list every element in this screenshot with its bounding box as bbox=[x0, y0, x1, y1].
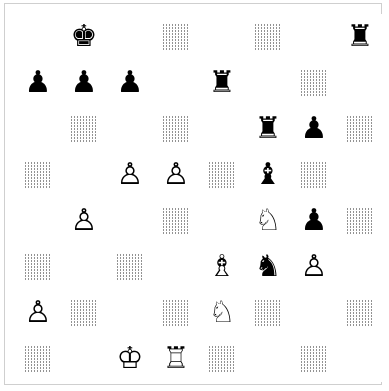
square-a4[interactable] bbox=[15, 198, 61, 244]
square-h5[interactable] bbox=[337, 152, 383, 198]
square-h4[interactable] bbox=[337, 198, 383, 244]
square-d2[interactable] bbox=[153, 290, 199, 336]
square-g2[interactable] bbox=[291, 290, 337, 336]
square-h1[interactable] bbox=[337, 336, 383, 382]
square-a2[interactable]: ♙ bbox=[15, 290, 61, 336]
square-f8[interactable] bbox=[245, 14, 291, 60]
square-b5[interactable] bbox=[61, 152, 107, 198]
square-g7[interactable] bbox=[291, 60, 337, 106]
black-bishop-icon[interactable]: ♝ bbox=[254, 160, 283, 190]
square-c5[interactable]: ♙ bbox=[107, 152, 153, 198]
square-e3[interactable]: ♗ bbox=[199, 244, 245, 290]
white-pawn-icon[interactable]: ♙ bbox=[162, 160, 191, 190]
square-c4[interactable] bbox=[107, 198, 153, 244]
square-f4[interactable]: ♘ bbox=[245, 198, 291, 244]
square-f1[interactable] bbox=[245, 336, 291, 382]
black-pawn-icon[interactable]: ♟ bbox=[116, 68, 145, 98]
square-c3[interactable] bbox=[107, 244, 153, 290]
square-f5[interactable]: ♝ bbox=[245, 152, 291, 198]
square-h6[interactable] bbox=[337, 106, 383, 152]
board-frame: ♚ ♜ ♟ ♟ ♟ ♜ ♜ ♟ ♙ ♙ ♝ ♙ ♘ ♟ ♗ ♞ ♙ ♙ ♘ ♔ ♖ bbox=[4, 3, 382, 385]
square-b6[interactable] bbox=[61, 106, 107, 152]
black-knight-icon[interactable]: ♞ bbox=[254, 252, 283, 282]
square-c2[interactable] bbox=[107, 290, 153, 336]
square-f6[interactable]: ♜ bbox=[245, 106, 291, 152]
black-rook-icon[interactable]: ♜ bbox=[254, 114, 283, 144]
square-d1[interactable]: ♖ bbox=[153, 336, 199, 382]
square-e8[interactable] bbox=[199, 14, 245, 60]
square-a7[interactable]: ♟ bbox=[15, 60, 61, 106]
square-g5[interactable] bbox=[291, 152, 337, 198]
square-c6[interactable] bbox=[107, 106, 153, 152]
square-d3[interactable] bbox=[153, 244, 199, 290]
square-d7[interactable] bbox=[153, 60, 199, 106]
square-g6[interactable]: ♟ bbox=[291, 106, 337, 152]
square-f3[interactable]: ♞ bbox=[245, 244, 291, 290]
square-c8[interactable] bbox=[107, 14, 153, 60]
square-g8[interactable] bbox=[291, 14, 337, 60]
black-pawn-icon[interactable]: ♟ bbox=[300, 206, 329, 236]
square-g3[interactable]: ♙ bbox=[291, 244, 337, 290]
square-a5[interactable] bbox=[15, 152, 61, 198]
square-a8[interactable] bbox=[15, 14, 61, 60]
square-b2[interactable] bbox=[61, 290, 107, 336]
black-king-icon[interactable]: ♚ bbox=[70, 22, 99, 52]
black-pawn-icon[interactable]: ♟ bbox=[70, 68, 99, 98]
square-a1[interactable] bbox=[15, 336, 61, 382]
black-pawn-icon[interactable]: ♟ bbox=[24, 68, 53, 98]
white-pawn-icon[interactable]: ♙ bbox=[24, 298, 53, 328]
square-e7[interactable]: ♜ bbox=[199, 60, 245, 106]
white-pawn-icon[interactable]: ♙ bbox=[116, 160, 145, 190]
square-f2[interactable] bbox=[245, 290, 291, 336]
white-pawn-icon[interactable]: ♙ bbox=[300, 252, 329, 282]
square-d4[interactable] bbox=[153, 198, 199, 244]
square-c7[interactable]: ♟ bbox=[107, 60, 153, 106]
white-knight-icon[interactable]: ♘ bbox=[208, 298, 237, 328]
square-b8[interactable]: ♚ bbox=[61, 14, 107, 60]
square-d5[interactable]: ♙ bbox=[153, 152, 199, 198]
square-h2[interactable] bbox=[337, 290, 383, 336]
square-e6[interactable] bbox=[199, 106, 245, 152]
black-rook-icon[interactable]: ♜ bbox=[208, 68, 237, 98]
square-e1[interactable] bbox=[199, 336, 245, 382]
square-c1[interactable]: ♔ bbox=[107, 336, 153, 382]
square-f7[interactable] bbox=[245, 60, 291, 106]
square-b7[interactable]: ♟ bbox=[61, 60, 107, 106]
square-b3[interactable] bbox=[61, 244, 107, 290]
black-pawn-icon[interactable]: ♟ bbox=[300, 114, 329, 144]
white-knight-icon[interactable]: ♘ bbox=[254, 206, 283, 236]
white-pawn-icon[interactable]: ♙ bbox=[70, 206, 99, 236]
square-e5[interactable] bbox=[199, 152, 245, 198]
square-a6[interactable] bbox=[15, 106, 61, 152]
square-a3[interactable] bbox=[15, 244, 61, 290]
square-e4[interactable] bbox=[199, 198, 245, 244]
chess-board[interactable]: ♚ ♜ ♟ ♟ ♟ ♜ ♜ ♟ ♙ ♙ ♝ ♙ ♘ ♟ ♗ ♞ ♙ ♙ ♘ ♔ ♖ bbox=[15, 14, 383, 382]
white-king-icon[interactable]: ♔ bbox=[116, 344, 145, 374]
black-rook-icon[interactable]: ♜ bbox=[346, 22, 375, 52]
square-d8[interactable] bbox=[153, 14, 199, 60]
square-d6[interactable] bbox=[153, 106, 199, 152]
square-b4[interactable]: ♙ bbox=[61, 198, 107, 244]
square-h7[interactable] bbox=[337, 60, 383, 106]
white-bishop-icon[interactable]: ♗ bbox=[208, 252, 237, 282]
white-rook-icon[interactable]: ♖ bbox=[162, 344, 191, 374]
square-g1[interactable] bbox=[291, 336, 337, 382]
square-b1[interactable] bbox=[61, 336, 107, 382]
square-h8[interactable]: ♜ bbox=[337, 14, 383, 60]
square-h3[interactable] bbox=[337, 244, 383, 290]
square-e2[interactable]: ♘ bbox=[199, 290, 245, 336]
square-g4[interactable]: ♟ bbox=[291, 198, 337, 244]
